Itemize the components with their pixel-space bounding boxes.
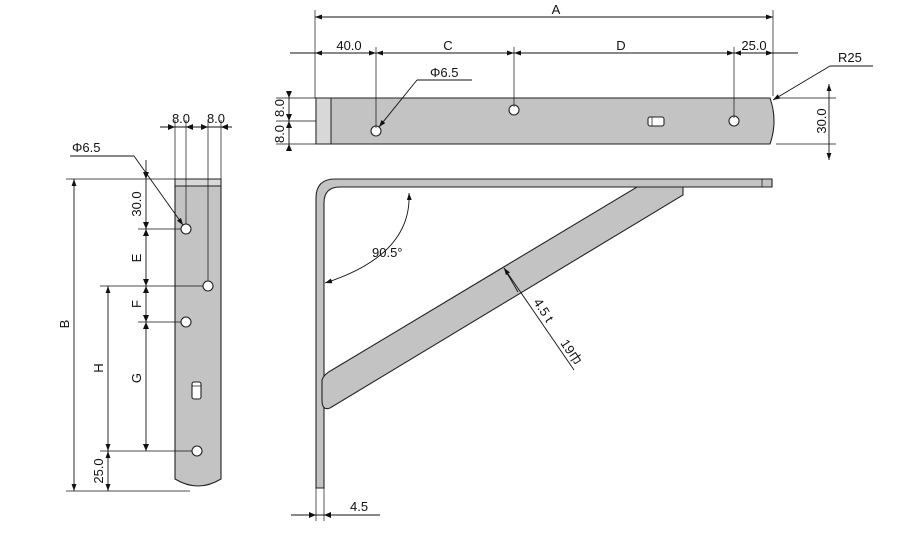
elevation-view: 90.5° 4.5 t 19巾 4.5 [291, 178, 773, 521]
dimension-H-label: H [91, 363, 106, 372]
dimension-E-label: E [129, 253, 144, 262]
top-view-bar [315, 97, 775, 145]
slot-icon [191, 381, 202, 400]
side-offset-left-label: 8.0 [172, 111, 190, 126]
side-bottom-offset-label: 25.0 [91, 458, 106, 483]
hole-diameter-top-label: Φ6.5 [430, 65, 458, 80]
bracket-l-profile [315, 178, 773, 489]
side-view-bar [174, 178, 222, 487]
hole-icon [191, 445, 203, 457]
side-top-offset-label: 30.0 [129, 191, 144, 216]
brace [321, 186, 684, 410]
top-view-bent-end [315, 97, 332, 145]
dimension-F-label: F [129, 300, 144, 308]
hole-icon [180, 223, 192, 235]
radius-label: R25 [838, 50, 862, 65]
dimension-A-label: A [552, 2, 561, 17]
dimension-B-label: B [57, 320, 72, 329]
dimension-G-label: G [129, 373, 144, 383]
hole-icon [202, 280, 214, 292]
dimension-D-label: D [616, 38, 625, 53]
dimension-25-label: 25.0 [741, 38, 766, 53]
hole-icon [180, 316, 192, 328]
top-view: A 40.0 C D 25.0 Φ6.5 R25 30.0 8.0 [272, 2, 873, 160]
thickness-label: 4.5 [350, 499, 368, 514]
brace-thickness-label: 4.5 t [530, 295, 557, 325]
side-offset-right-label: 8.0 [207, 111, 225, 126]
hole-offset-upper-label: 8.0 [272, 99, 287, 117]
hole-offset-lower-label: 8.0 [272, 125, 287, 143]
dimension-C-label: C [443, 38, 452, 53]
slot-icon [647, 116, 665, 127]
hole-diameter-side-label: Φ6.5 [72, 140, 100, 155]
width-30-label: 30.0 [814, 108, 829, 133]
side-view: 8.0 8.0 Φ6.5 30.0 E F G H B [57, 111, 232, 492]
angle-label: 90.5° [372, 245, 403, 260]
dimension-40-label: 40.0 [336, 38, 361, 53]
side-view-top-edge [174, 178, 222, 187]
